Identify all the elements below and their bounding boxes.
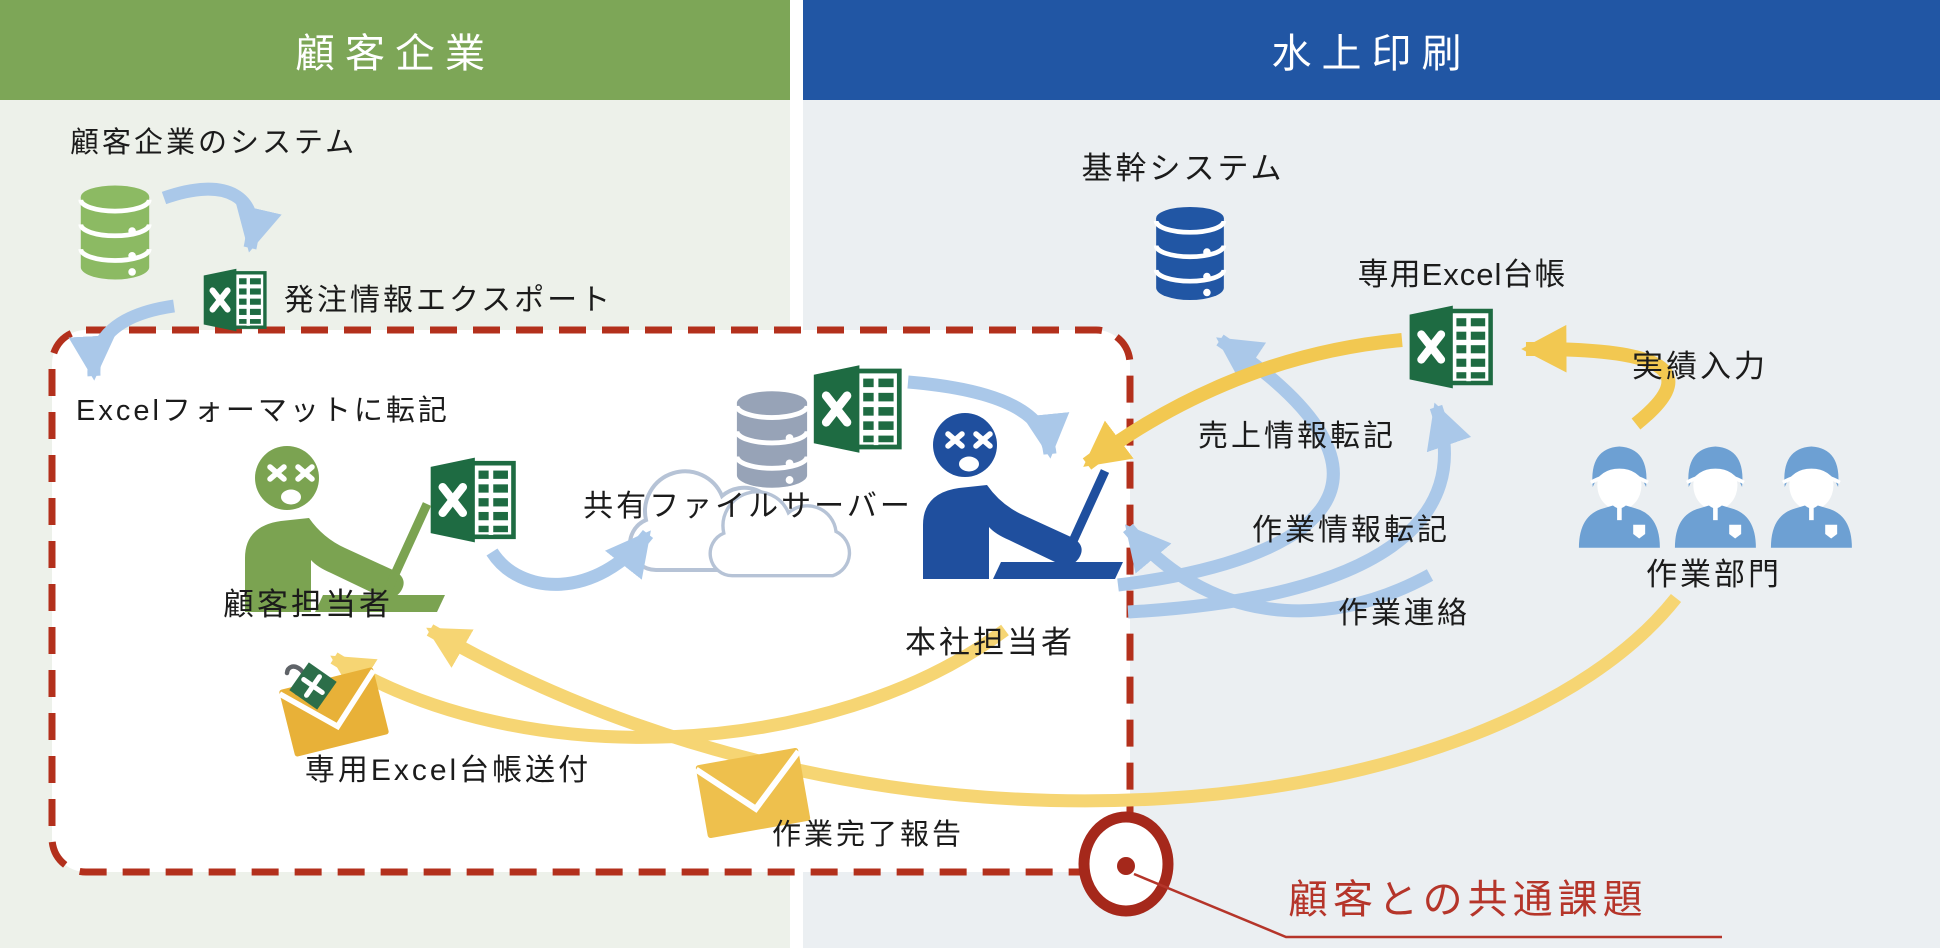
- excel-ledger-icon: [1410, 306, 1491, 389]
- header-mizukami-printing: 水上印刷: [803, 0, 1940, 100]
- worker-icon: [1769, 444, 1854, 550]
- arrow-to-hq-rep: [1123, 523, 1434, 618]
- file-server-database-icon: [737, 391, 807, 488]
- order-export-label: 発注情報エクスポート: [284, 284, 614, 317]
- completion-report-label: 作業完了報告: [771, 819, 965, 851]
- work-transfer-label: 作業情報転記: [1252, 514, 1450, 547]
- hq-rep-label: 本社担当者: [905, 625, 1075, 660]
- worker-icon: [1577, 444, 1662, 550]
- customer-system-label: 顧客企業のシステム: [70, 127, 358, 159]
- worker-icon: [1673, 444, 1758, 550]
- arrow-results-input: [1521, 324, 1676, 430]
- blue-flow-arrows: [68, 182, 1472, 619]
- arrow-ledger-send: [330, 624, 1009, 744]
- customer-rep-label: 顧客担当者: [223, 587, 393, 622]
- work-dept-label: 作業部門: [1646, 557, 1782, 592]
- header-mizukami-printing-label: 水上印刷: [1271, 32, 1472, 76]
- excel-export-icon: [204, 269, 265, 332]
- header-customer-company: 顧客企業: [0, 0, 790, 100]
- excel-fileserver-icon: [814, 365, 900, 452]
- ledger-label: 専用Excel台帳: [1357, 257, 1567, 292]
- callout-connector-line: [1133, 872, 1722, 939]
- header-customer-company-label: 顧客企業: [295, 32, 495, 76]
- sales-transfer-label: 売上情報転記: [1198, 420, 1396, 453]
- core-system-database-icon: [1156, 207, 1224, 300]
- common-issue-callout-label: 顧客との共通課題: [1288, 878, 1648, 922]
- work-contact-label: 作業連絡: [1338, 597, 1470, 630]
- yellow-flow-arrows: [1082, 324, 1676, 470]
- arrow-sales-transfer: [1117, 334, 1340, 592]
- excel-attachment-icon: [289, 662, 337, 710]
- arrow-db-to-excel-export: [161, 182, 282, 253]
- file-server-label: 共有ファイルサーバー: [583, 490, 913, 523]
- core-system-label: 基幹システム: [1081, 151, 1285, 186]
- issue-marker-dot-icon: [1117, 857, 1135, 875]
- worker-group-icon: [1577, 444, 1854, 550]
- results-input-label: 実績入力: [1632, 349, 1768, 384]
- excel-transcribe-label: Excelフォーマットに転記: [76, 395, 450, 427]
- arrow-excel-to-fileserver: [486, 529, 654, 591]
- ledger-send-label: 専用Excel台帳送付: [304, 754, 592, 787]
- arrow-fileserver-to-hq-rep: [907, 375, 1070, 459]
- customer-database-icon: [81, 185, 149, 279]
- arrow-ledger-to-hq-rep: [1082, 333, 1403, 470]
- arrow-completion-report: [426, 593, 1682, 808]
- yellow-long-arrows: [330, 593, 1682, 808]
- excel-format-icon: [431, 458, 514, 543]
- arrow-export-to-box: [68, 299, 175, 381]
